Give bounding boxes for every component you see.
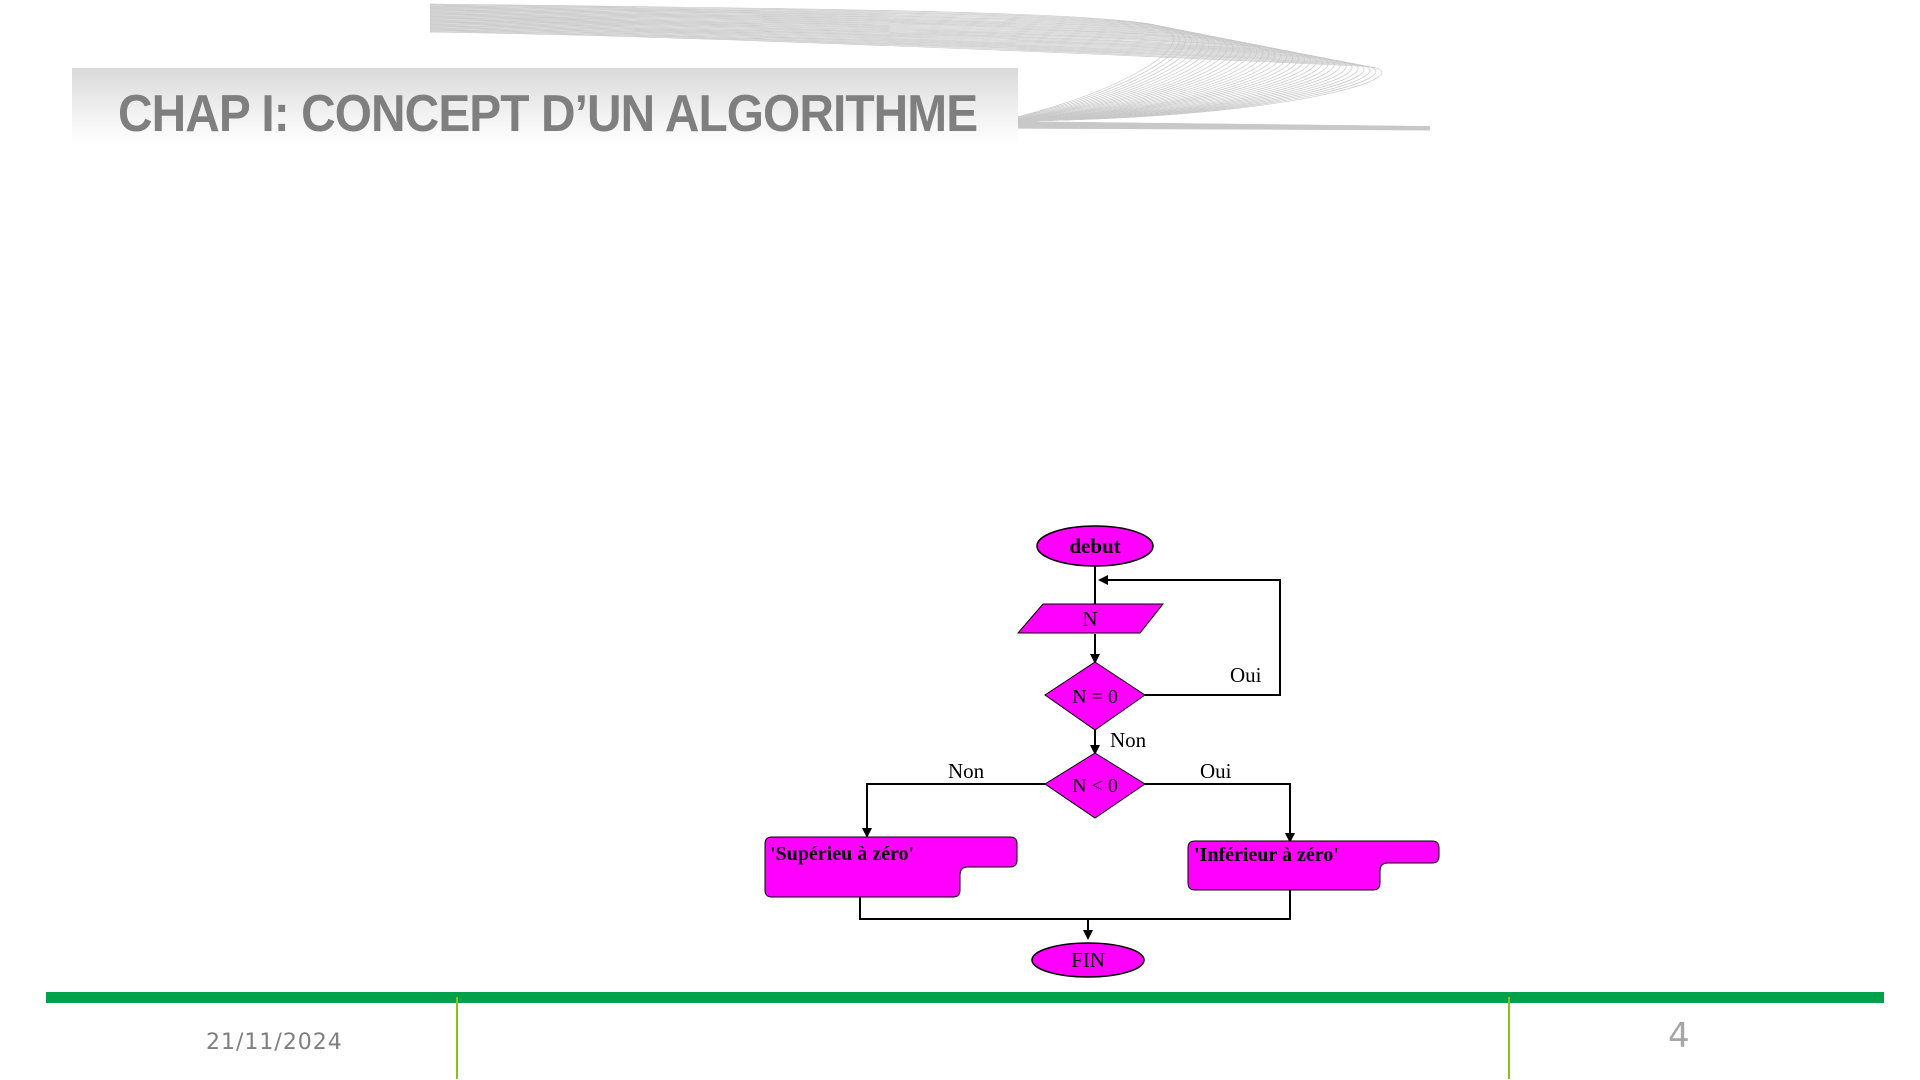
flowchart: debut N N = 0 N < 0 'Supérieu à zéro' 'I…	[760, 510, 1460, 1000]
decision-n-less-0-label: N < 0	[1072, 775, 1118, 797]
branch-label-non-down: Non	[1110, 728, 1147, 752]
branch-label-oui-loop: Oui	[1230, 663, 1262, 687]
footer-divider-left	[456, 997, 458, 1079]
arrow-decision2-right	[1145, 784, 1290, 841]
slide-page-number: 4	[1668, 1016, 1690, 1056]
end-label: FIN	[1071, 948, 1105, 972]
slide-title: CHAP I: CONCEPT D’UN ALGORITHME	[118, 84, 977, 144]
footer-bar	[46, 992, 1884, 1003]
decision-n-equals-0-label: N = 0	[1072, 686, 1118, 708]
output-positive-label: 'Supérieu à zéro'	[770, 843, 914, 865]
input-label: N	[1082, 607, 1097, 631]
start-label: debut	[1069, 534, 1120, 558]
arrow-decision2-left	[867, 784, 1045, 836]
slide-date: 21/11/2024	[206, 1030, 343, 1055]
branch-label-non-left: Non	[948, 759, 985, 783]
branch-label-oui-right: Oui	[1200, 759, 1232, 783]
output-negative-label: 'Inférieur à zéro'	[1194, 844, 1339, 866]
footer-divider-right	[1508, 997, 1510, 1079]
